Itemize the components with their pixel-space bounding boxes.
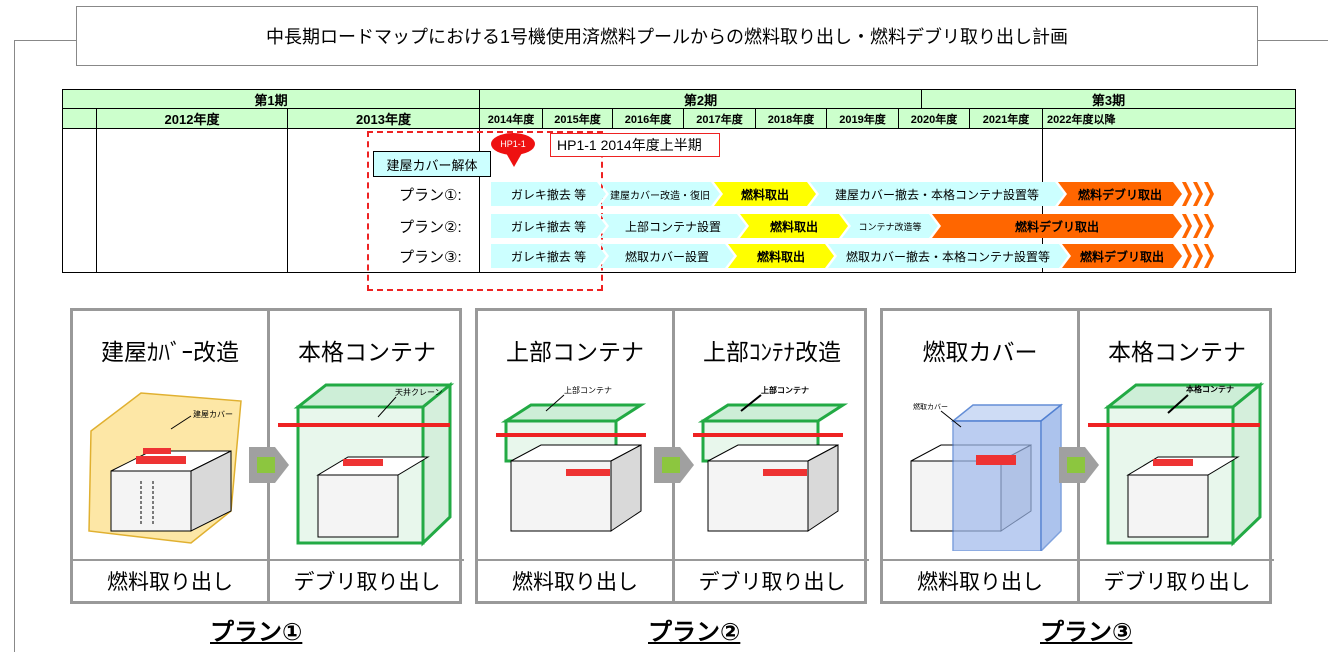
panel-footer: デブリ取り出し xyxy=(1080,559,1274,601)
panel-footer: 燃料取り出し xyxy=(883,559,1077,601)
period-1: 第1期 xyxy=(62,89,480,109)
plan-2-step-2: 上部コンテナ設置 xyxy=(600,214,746,238)
callout-building-cover: 建屋カバー xyxy=(193,409,233,419)
panel-upper-container-modify: 上部ｺﾝﾃﾅ改造 上部コンテナ デブリ取り出し xyxy=(675,311,869,601)
plan-2-caption: プラン② xyxy=(648,619,741,646)
year-2012: 2012年度 xyxy=(96,108,288,129)
plan-3-step-2: 燃取カバー設置 xyxy=(600,244,734,268)
panel-footer: デブリ取り出し xyxy=(270,559,464,601)
plan-1-step-1: ガレキ撤去 等 xyxy=(491,182,606,206)
panel-footer: 燃料取り出し xyxy=(478,559,672,601)
plan-2-step-5: 燃料デブリ取出 xyxy=(932,214,1182,238)
next-step-arrow-icon xyxy=(1059,447,1099,483)
milestone-badge: HP1-1 xyxy=(491,133,535,155)
panel-upper-container: 上部コンテナ 上部コンテナ 燃料取り出し xyxy=(478,311,672,601)
year-2014: 2014年度 xyxy=(479,108,543,129)
callout-overhead-crane: 天井クレーン xyxy=(395,387,443,397)
plan-1-continue-icon xyxy=(1182,182,1215,206)
year-2015: 2015年度 xyxy=(542,108,613,129)
building-cover-illustration: 建屋カバー xyxy=(88,392,242,544)
fuel-cover-illustration: 燃取カバー xyxy=(910,402,1064,551)
year-2016: 2016年度 xyxy=(612,108,684,129)
plan-2-label: プラン②: xyxy=(399,219,462,236)
hp-focus-box xyxy=(367,131,603,291)
panel-footer: デブリ取り出し xyxy=(675,559,869,601)
plan-2-step-4: コンテナ改造等 xyxy=(842,214,938,238)
year-blank xyxy=(62,108,97,129)
plan-1-step-3: 燃料取出 xyxy=(714,182,816,206)
panel-title: 本格コンテナ xyxy=(298,339,436,365)
full-container-illustration: 天井クレーン xyxy=(278,381,455,547)
plan-3-caption: プラン③ xyxy=(1040,619,1133,646)
panel-full-container-3: 本格コンテナ 本格コンテナ デブリ取り出し xyxy=(1080,311,1274,601)
panel-fuel-cover: 燃取カバー 燃取カバー 燃料取り出し xyxy=(883,311,1077,601)
year-2017: 2017年度 xyxy=(683,108,756,129)
panel-title: 本格コンテナ xyxy=(1108,339,1246,365)
col-divider xyxy=(479,128,480,273)
panel-cover-modify: 建屋ｶﾊﾞｰ改造 建屋カバー 燃料取り出し xyxy=(73,311,267,601)
next-step-arrow-icon xyxy=(654,447,694,483)
frame-line xyxy=(14,40,76,41)
plan-2-step-1: ガレキ撤去 等 xyxy=(491,214,606,238)
panel-title: 上部コンテナ xyxy=(506,339,644,365)
upper-container-modify-illustration: 上部コンテナ xyxy=(693,385,849,532)
period-2: 第2期 xyxy=(479,89,922,109)
plan-1-panels: 建屋ｶﾊﾞｰ改造 建屋カバー 燃料取り出し 本格コンテナ 天井クレーン xyxy=(70,308,464,604)
frame-line xyxy=(1258,40,1328,41)
plan-1-label: プラン①: xyxy=(399,187,462,204)
panel-title: 建屋ｶﾊﾞｰ改造 xyxy=(101,339,239,365)
panel-full-container: 本格コンテナ 天井クレーン デブリ取り出し xyxy=(270,311,464,601)
plan-3-step-4: 燃取カバー撤去・本格コンテナ設置等 xyxy=(828,244,1068,268)
plan-1-step-2: 建屋カバー改造・復旧 xyxy=(600,182,720,206)
callout-full-container: 本格コンテナ xyxy=(1185,384,1234,394)
plan-3-panels: 燃取カバー 燃取カバー 燃料取り出し 本格コンテナ 本格コンテナ デブ xyxy=(880,308,1274,604)
plan-1-caption: プラン① xyxy=(210,619,303,646)
plan-2-panels: 上部コンテナ 上部コンテナ 燃料取り出し 上部ｺﾝﾃﾅ改造 上部コンテナ xyxy=(475,308,869,604)
year-2019: 2019年度 xyxy=(826,108,899,129)
year-2013: 2013年度 xyxy=(287,108,480,129)
col-divider xyxy=(96,128,97,273)
panel-footer: 燃料取り出し xyxy=(73,559,267,601)
plan-3-step-3: 燃料取出 xyxy=(728,244,834,268)
period-3: 第3期 xyxy=(921,89,1296,109)
panel-title: 燃取カバー xyxy=(922,339,1038,365)
upper-container-illustration: 上部コンテナ xyxy=(496,385,647,532)
page-title: 中長期ロードマップにおける1号機使用済燃料プールからの燃料取り出し・燃料デブリ取… xyxy=(76,6,1258,66)
plan-1-step-4: 建屋カバー撤去・本格コンテナ設置等 xyxy=(810,182,1064,206)
callout-fuel-cover: 燃取カバー xyxy=(913,402,948,411)
milestone-marker-icon xyxy=(506,153,522,167)
plan-2-step-3: 燃料取出 xyxy=(740,214,848,238)
milestone-note: HP1-1 2014年度上半期 xyxy=(550,133,720,157)
callout-upper-container: 上部コンテナ xyxy=(564,385,612,395)
plan-3-step-5: 燃料デブリ取出 xyxy=(1062,244,1182,268)
year-2018: 2018年度 xyxy=(755,108,827,129)
plan-1-step-5: 燃料デブリ取出 xyxy=(1058,182,1182,206)
plan-3-continue-icon xyxy=(1182,244,1215,268)
next-step-arrow-icon xyxy=(249,447,289,483)
year-2021: 2021年度 xyxy=(969,108,1043,129)
plan-3-label: プラン③: xyxy=(399,249,462,266)
year-2022-later: 2022年度以降 xyxy=(1042,108,1296,129)
col-divider xyxy=(287,128,288,273)
cover-dismantle: 建屋カバー解体 xyxy=(373,151,491,177)
plan-3-step-1: ガレキ撤去 等 xyxy=(491,244,606,268)
callout-upper-container: 上部コンテナ xyxy=(761,385,809,395)
year-2020: 2020年度 xyxy=(898,108,970,129)
frame-line xyxy=(14,40,15,652)
panel-title: 上部ｺﾝﾃﾅ改造 xyxy=(703,339,841,365)
full-container-illustration: 本格コンテナ xyxy=(1088,381,1265,547)
plan-2-continue-icon xyxy=(1182,214,1215,238)
